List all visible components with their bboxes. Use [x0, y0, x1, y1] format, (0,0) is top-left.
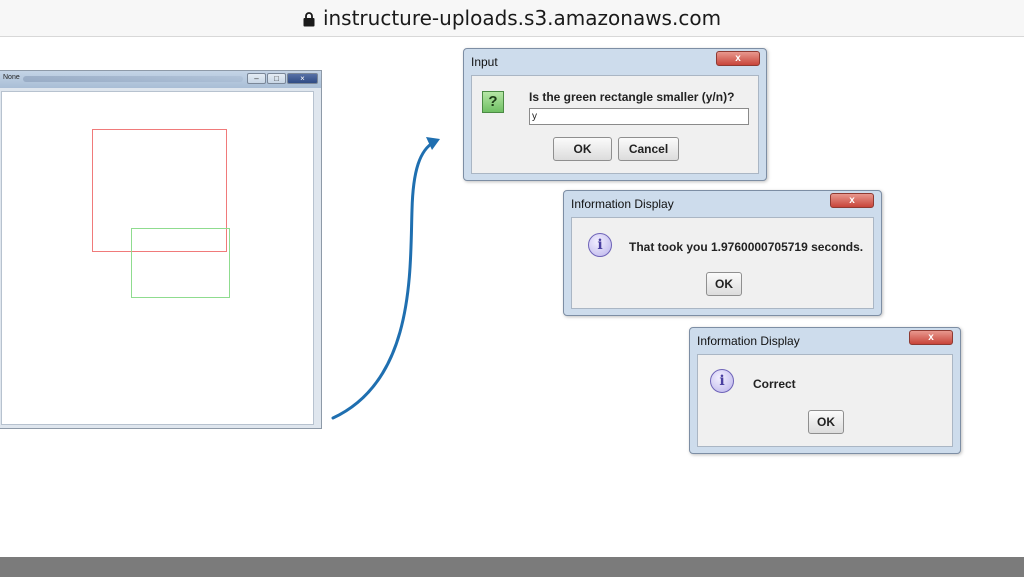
- ok-button[interactable]: OK: [808, 410, 844, 434]
- ok-button[interactable]: OK: [706, 272, 742, 296]
- java-window-title: None: [3, 74, 20, 81]
- answer-input[interactable]: [529, 108, 749, 125]
- curved-arrow-icon: [331, 137, 440, 420]
- minimize-button[interactable]: –: [247, 73, 266, 84]
- result-message: Correct: [753, 377, 796, 391]
- input-dialog: Input x ? Is the green rectangle smaller…: [463, 48, 767, 181]
- result-info-dialog-body: i Correct OK: [697, 354, 953, 447]
- drawing-canvas: [1, 91, 314, 425]
- green-rectangle: [131, 228, 230, 298]
- info-icon: i: [710, 369, 734, 393]
- cancel-button[interactable]: Cancel: [618, 137, 679, 161]
- red-rectangle: [92, 129, 227, 252]
- close-button[interactable]: ×: [287, 73, 318, 84]
- bottom-toolbar: [0, 557, 1024, 577]
- time-info-dialog-close-button[interactable]: x: [830, 193, 874, 208]
- time-info-dialog-title: Information Display: [571, 197, 674, 211]
- maximize-button[interactable]: □: [267, 73, 286, 84]
- java-window-titlebar[interactable]: None – □ ×: [0, 71, 321, 88]
- result-info-dialog-title: Information Display: [697, 334, 800, 348]
- lock-icon: [303, 12, 315, 27]
- input-prompt: Is the green rectangle smaller (y/n)?: [529, 90, 735, 104]
- url-display[interactable]: instructure-uploads.s3.amazonaws.com: [0, 0, 1024, 36]
- input-dialog-title: Input: [471, 55, 498, 69]
- input-dialog-close-button[interactable]: x: [716, 51, 760, 66]
- info-icon: i: [588, 233, 612, 257]
- input-dialog-body: ? Is the green rectangle smaller (y/n)? …: [471, 75, 759, 174]
- result-info-dialog-close-button[interactable]: x: [909, 330, 953, 345]
- url-text: instructure-uploads.s3.amazonaws.com: [322, 6, 722, 30]
- time-message: That took you 1.9760000705719 seconds.: [629, 240, 864, 254]
- blurred-title-region: [23, 76, 243, 82]
- browser-url-bar[interactable]: instructure-uploads.s3.amazonaws.com: [0, 0, 1024, 37]
- question-icon: ?: [482, 91, 504, 113]
- time-info-dialog: Information Display x i That took you 1.…: [563, 190, 882, 316]
- ok-button[interactable]: OK: [553, 137, 612, 161]
- time-info-dialog-body: i That took you 1.9760000705719 seconds.…: [571, 217, 874, 309]
- result-info-dialog: Information Display x i Correct OK: [689, 327, 961, 454]
